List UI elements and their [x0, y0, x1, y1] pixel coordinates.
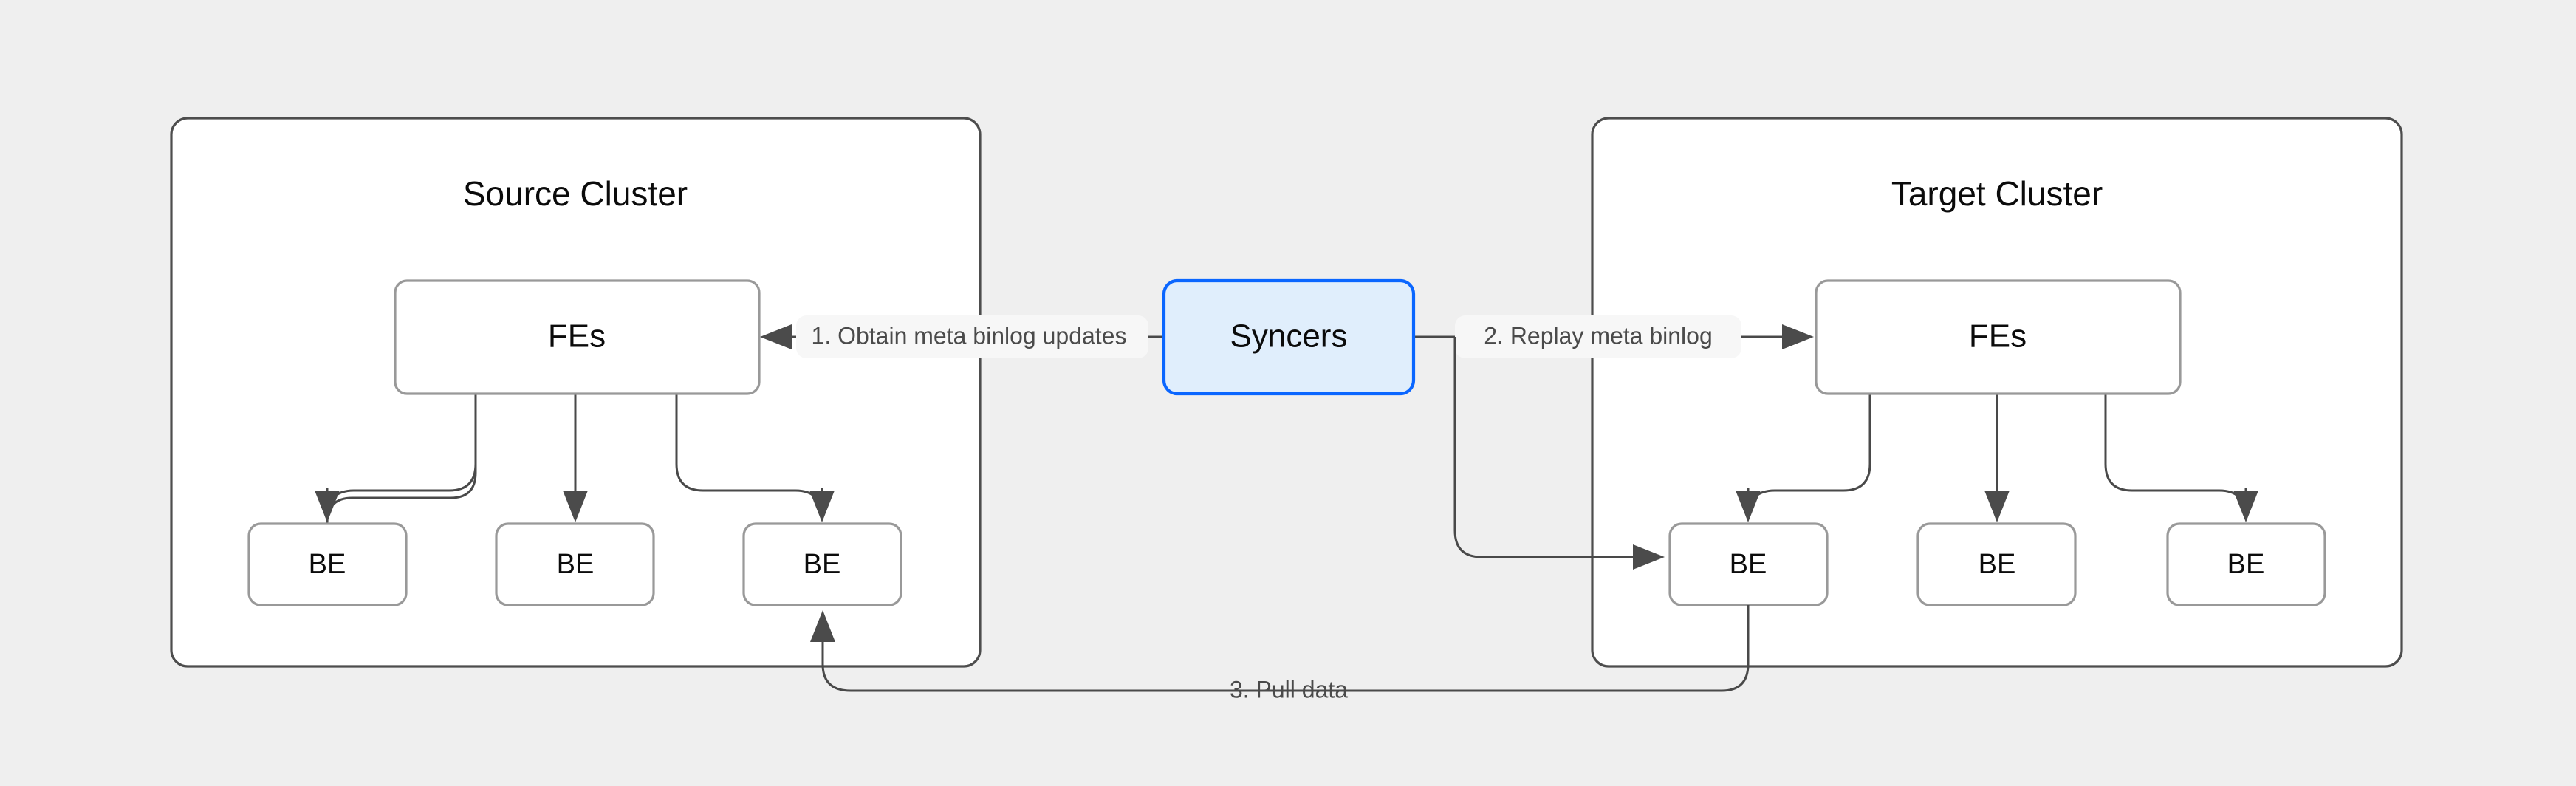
- edge-2-branch-to-target-be-1: [1453, 337, 1654, 558]
- target-be-box-3[interactable]: [2166, 522, 2326, 606]
- edge-1-label-bg: [796, 315, 1148, 358]
- edge-2-label: 2. Replay meta binlog: [1484, 322, 1713, 349]
- source-be-box-3[interactable]: [742, 522, 902, 606]
- syncers-box[interactable]: [1162, 278, 1416, 396]
- target-cluster-be-nodes[interactable]: BE BE BE: [1668, 522, 2326, 606]
- arrowhead-target-be-1: [1736, 491, 1761, 522]
- source-be-label-2: BE: [557, 549, 595, 580]
- edge-replay-meta-binlog[interactable]: 2. Replay meta binlog: [1413, 315, 1814, 570]
- target-be-box-2[interactable]: [1916, 522, 2077, 606]
- target-fes-box[interactable]: [1815, 279, 2182, 395]
- source-be-box-2[interactable]: [495, 522, 655, 606]
- source-be-box-1[interactable]: [247, 522, 408, 606]
- target-be-label-3: BE: [2227, 549, 2265, 580]
- edge-1-arrowhead: [760, 324, 792, 349]
- edge-2-arrowhead: [1782, 324, 1814, 349]
- target-cluster-fes-node[interactable]: FEs: [1815, 279, 2182, 395]
- source-be-label-1: BE: [309, 549, 346, 580]
- arrowhead-source-be-1: [315, 491, 340, 522]
- target-cluster-title: Target Cluster: [1891, 174, 2103, 213]
- edge-3-arrowhead: [810, 610, 835, 642]
- target-be-label-2: BE: [1979, 549, 2016, 580]
- source-cluster-be-nodes[interactable]: BE BE BE: [247, 522, 902, 606]
- arrowhead-target-be-2: [1984, 491, 2010, 522]
- edge-3-label: 3. Pull data: [1230, 676, 1348, 703]
- edge-1-label: 1. Obtain meta binlog updates: [812, 322, 1127, 349]
- target-fes-label: FEs: [1969, 318, 2027, 355]
- target-fe-be-connectors: [1736, 394, 2258, 522]
- arrowhead-source-be-2: [563, 491, 588, 522]
- source-be-label-3: BE: [804, 549, 841, 580]
- edge-2-branch-arrowhead: [1633, 544, 1665, 570]
- syncers-node[interactable]: Syncers: [1162, 278, 1416, 396]
- source-fe-be-connectors: [315, 394, 835, 524]
- source-fes-label: FEs: [548, 318, 606, 355]
- edge-obtain-meta-binlog-updates[interactable]: 1. Obtain meta binlog updates: [760, 315, 1164, 358]
- arrowhead-source-be-3: [809, 491, 835, 522]
- arrowhead-target-be-3: [2233, 491, 2258, 522]
- source-cluster-fes-node[interactable]: FEs: [394, 279, 761, 395]
- source-fes-box[interactable]: [394, 279, 761, 395]
- edge-pull-data[interactable]: 3. Pull data: [810, 605, 1750, 712]
- source-cluster-title: Source Cluster: [463, 174, 688, 213]
- edge-2-label-bg: [1455, 315, 1741, 358]
- edge-3-line: [821, 605, 1750, 692]
- syncers-label: Syncers: [1230, 318, 1348, 355]
- target-be-label-1: BE: [1730, 549, 1767, 580]
